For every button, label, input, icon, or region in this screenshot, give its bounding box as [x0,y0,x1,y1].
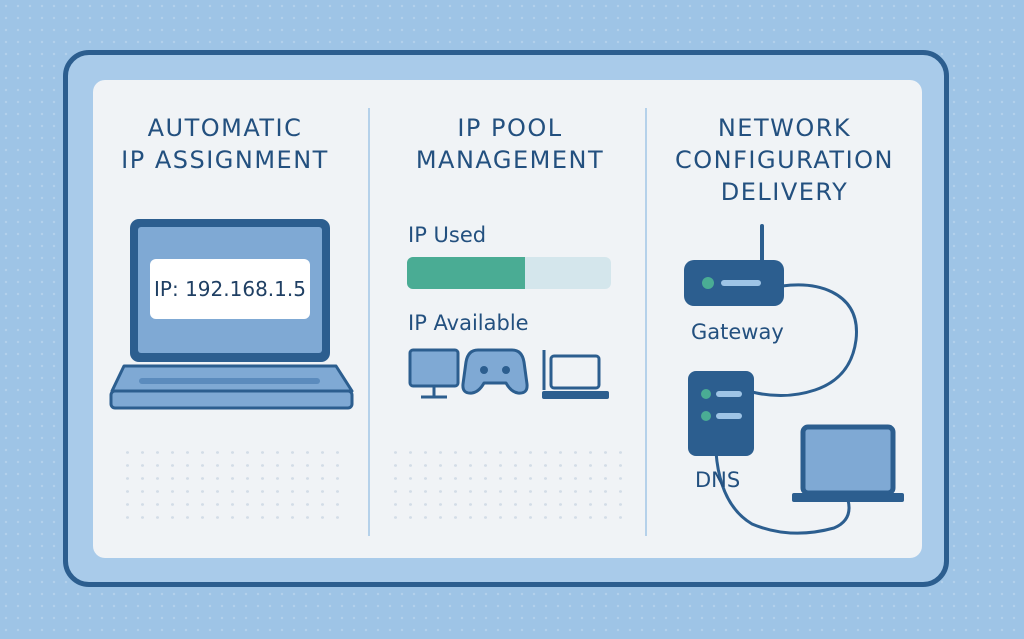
desktop-monitor-icon [408,348,460,399]
gateway-label: Gateway [691,320,784,344]
dns-label: DNS [695,468,741,492]
ip-available-label: IP Available [408,311,529,335]
laptop-icon [542,350,609,399]
game-controller-icon [461,348,529,395]
router-icon [684,224,784,306]
dot-grid-decoration [388,446,623,526]
section-divider [645,108,647,536]
server-icon [688,371,754,456]
ip-used-label: IP Used [408,223,487,247]
section-heading-ip-pool: IP POOL MANAGEMENT [415,114,605,174]
ip-usage-progress-fill [407,257,526,289]
laptop-icon [792,424,904,502]
dot-grid-decoration [120,446,345,526]
ip-address-display: IP: 192.168.1.5 [150,259,310,319]
section-heading-network-config: NETWORK CONFIGURATION DELIVERY [675,114,894,206]
section-divider [368,108,370,536]
section-heading-automatic-ip: AUTOMATIC IP ASSIGNMENT [121,114,329,174]
ip-usage-progress-bar [407,257,611,289]
